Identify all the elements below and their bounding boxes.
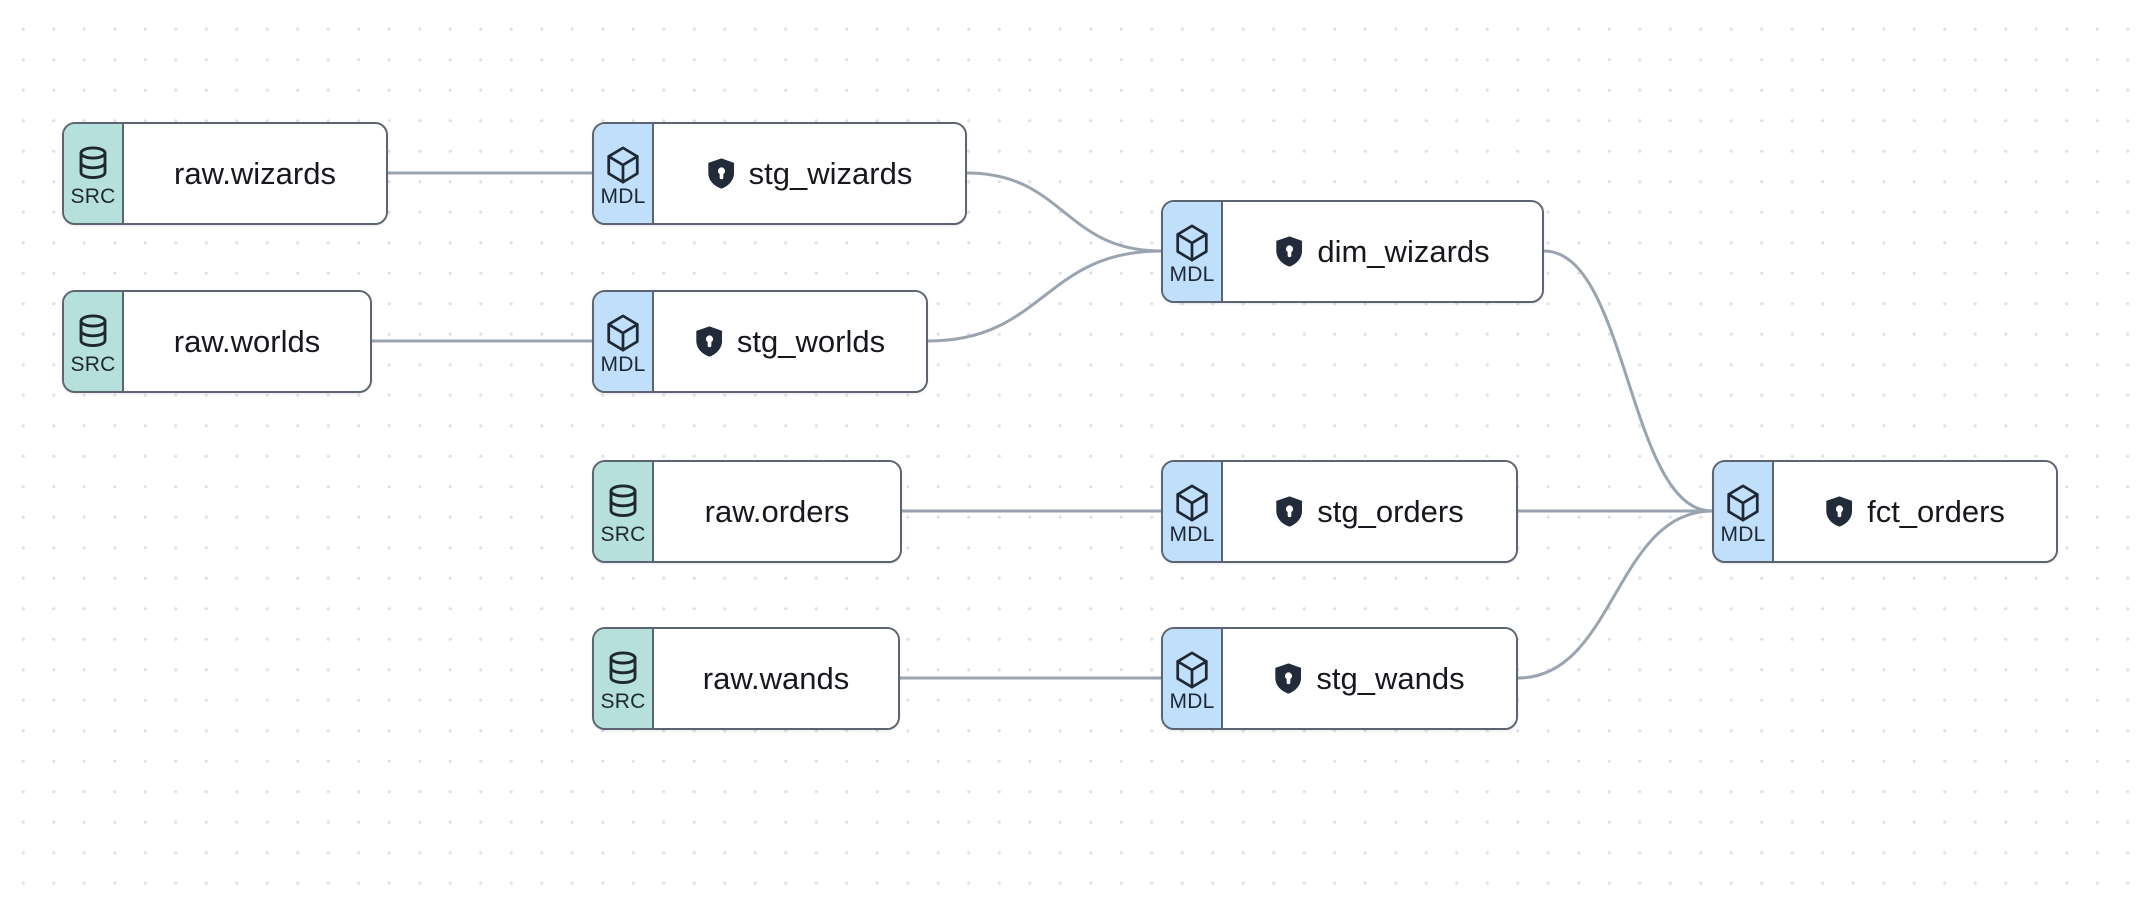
shield-lock-icon bbox=[696, 326, 722, 357]
badge-label-raw_wands: SRC bbox=[600, 689, 646, 713]
node-body-dim_wizards: dim_wizards bbox=[1223, 202, 1542, 301]
database-cylinder-icon bbox=[79, 145, 107, 179]
badge-label-stg_wizards: MDL bbox=[600, 184, 646, 208]
node-label-stg_worlds: stg_worlds bbox=[736, 324, 886, 359]
node-type-badge-raw_worlds: SRC bbox=[64, 292, 124, 391]
database-cylinder-icon bbox=[609, 483, 637, 517]
node-label-stg_wizards: stg_wizards bbox=[748, 156, 913, 191]
cube-icon bbox=[1176, 224, 1208, 261]
shield-lock-icon bbox=[1826, 496, 1853, 527]
node-body-fct_orders: fct_orders bbox=[1774, 462, 2056, 561]
node-stg_wizards[interactable]: MDL stg_wizards bbox=[592, 122, 967, 225]
edge-dim_wizards-to-fct_orders[interactable] bbox=[1542, 249, 1714, 513]
badge-label-dim_wizards: MDL bbox=[1169, 262, 1215, 286]
node-raw_orders[interactable]: SRC raw.orders bbox=[592, 460, 902, 563]
node-body-raw_worlds: raw.worlds bbox=[124, 292, 370, 391]
shield-lock-icon bbox=[707, 158, 734, 189]
badge-label-stg_wands: MDL bbox=[1169, 689, 1215, 713]
shield-lock-icon bbox=[1275, 663, 1302, 694]
node-label-raw_worlds: raw.worlds bbox=[173, 324, 321, 359]
node-label-stg_wands: stg_wands bbox=[1316, 661, 1465, 696]
node-type-badge-raw_orders: SRC bbox=[594, 462, 654, 561]
node-body-stg_wands: stg_wands bbox=[1223, 629, 1516, 728]
node-label-raw_orders: raw.orders bbox=[704, 494, 850, 529]
node-body-stg_orders: stg_orders bbox=[1223, 462, 1516, 561]
node-type-badge-stg_wands: MDL bbox=[1163, 629, 1223, 728]
node-type-badge-fct_orders: MDL bbox=[1714, 462, 1774, 561]
node-body-raw_orders: raw.orders bbox=[654, 462, 900, 561]
node-label-raw_wizards: raw.wizards bbox=[174, 156, 336, 191]
node-label-fct_orders: fct_orders bbox=[1867, 494, 2005, 529]
node-dim_wizards[interactable]: MDL dim_wizards bbox=[1161, 200, 1544, 303]
edge-stg_worlds-to-dim_wizards[interactable] bbox=[926, 249, 1163, 343]
node-stg_worlds[interactable]: MDL stg_worlds bbox=[592, 290, 928, 393]
node-raw_worlds[interactable]: SRC raw.worlds bbox=[62, 290, 372, 393]
edge-stg_wizards-to-dim_wizards[interactable] bbox=[965, 171, 1163, 253]
node-body-stg_worlds: stg_worlds bbox=[654, 292, 926, 391]
database-cylinder-icon bbox=[609, 650, 637, 684]
edge-stg_wands-to-fct_orders[interactable] bbox=[1516, 509, 1714, 680]
cube-icon bbox=[1727, 484, 1759, 521]
node-body-stg_wizards: stg_wizards bbox=[654, 124, 965, 223]
badge-label-stg_worlds: MDL bbox=[600, 352, 646, 376]
badge-label-raw_worlds: SRC bbox=[70, 352, 116, 376]
node-raw_wizards[interactable]: SRC raw.wizards bbox=[62, 122, 388, 225]
node-type-badge-raw_wizards: SRC bbox=[64, 124, 124, 223]
node-fct_orders[interactable]: MDL fct_orders bbox=[1712, 460, 2058, 563]
shield-lock-icon bbox=[1276, 236, 1303, 267]
node-label-stg_orders: stg_orders bbox=[1317, 494, 1464, 529]
badge-label-stg_orders: MDL bbox=[1169, 522, 1215, 546]
node-stg_wands[interactable]: MDL stg_wands bbox=[1161, 627, 1518, 730]
cube-icon bbox=[1176, 651, 1208, 688]
node-label-raw_wands: raw.wands bbox=[702, 661, 850, 696]
shield-lock-icon bbox=[1276, 496, 1303, 527]
badge-label-raw_orders: SRC bbox=[600, 522, 646, 546]
node-type-badge-raw_wands: SRC bbox=[594, 629, 654, 728]
badge-label-raw_wizards: SRC bbox=[70, 184, 116, 208]
node-type-badge-stg_orders: MDL bbox=[1163, 462, 1223, 561]
database-cylinder-icon bbox=[79, 313, 107, 347]
node-type-badge-stg_wizards: MDL bbox=[594, 124, 654, 223]
badge-label-fct_orders: MDL bbox=[1720, 522, 1766, 546]
node-body-raw_wands: raw.wands bbox=[654, 629, 898, 728]
node-body-raw_wizards: raw.wizards bbox=[124, 124, 386, 223]
node-raw_wands[interactable]: SRC raw.wands bbox=[592, 627, 900, 730]
node-type-badge-stg_worlds: MDL bbox=[594, 292, 654, 391]
node-stg_orders[interactable]: MDL stg_orders bbox=[1161, 460, 1518, 563]
node-type-badge-dim_wizards: MDL bbox=[1163, 202, 1223, 301]
cube-icon bbox=[607, 314, 639, 351]
node-label-dim_wizards: dim_wizards bbox=[1317, 234, 1490, 269]
cube-icon bbox=[1176, 484, 1208, 521]
cube-icon bbox=[607, 146, 639, 183]
